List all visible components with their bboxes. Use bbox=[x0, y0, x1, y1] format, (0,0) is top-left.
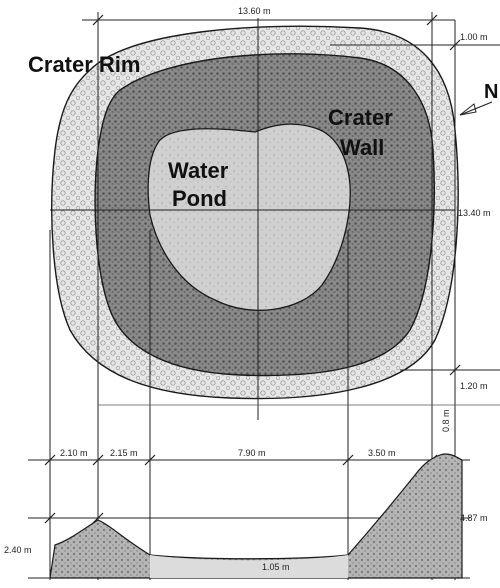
dim-section-left: 2.10 m bbox=[60, 448, 88, 458]
crater-wall-label-line2: Wall bbox=[340, 135, 384, 160]
dim-section-pond: 7.90 m bbox=[238, 448, 266, 458]
dim-pond-depth: 1.05 m bbox=[262, 562, 290, 572]
dim-top-width: 13.60 m bbox=[238, 6, 271, 16]
dim-section-wall-right: 3.50 m bbox=[368, 448, 396, 458]
north-arrow-icon bbox=[459, 101, 493, 116]
water-pond-label-line2: Pond bbox=[172, 186, 227, 211]
crater-rim-label: Crater Rim bbox=[28, 52, 140, 77]
water-pond-shape bbox=[147, 123, 351, 311]
dim-section-wall-left: 2.15 m bbox=[110, 448, 138, 458]
cross-section-shape bbox=[49, 453, 463, 579]
dim-left-height: 2.40 m bbox=[4, 545, 32, 555]
north-label: N bbox=[484, 81, 498, 103]
dim-right-depth: 4.87 m bbox=[460, 513, 488, 523]
dim-rim-bottom: 1.20 m bbox=[460, 381, 488, 391]
dim-rim-top: 1.00 m bbox=[460, 32, 488, 42]
crater-wall-label-line1: Crater bbox=[328, 105, 393, 130]
dim-rim-vertical: 0.8 m bbox=[441, 409, 451, 432]
section-pond-shape bbox=[150, 555, 348, 578]
dim-total-height: 13.40 m bbox=[458, 208, 491, 218]
water-pond-label-line1: Water bbox=[168, 158, 229, 183]
